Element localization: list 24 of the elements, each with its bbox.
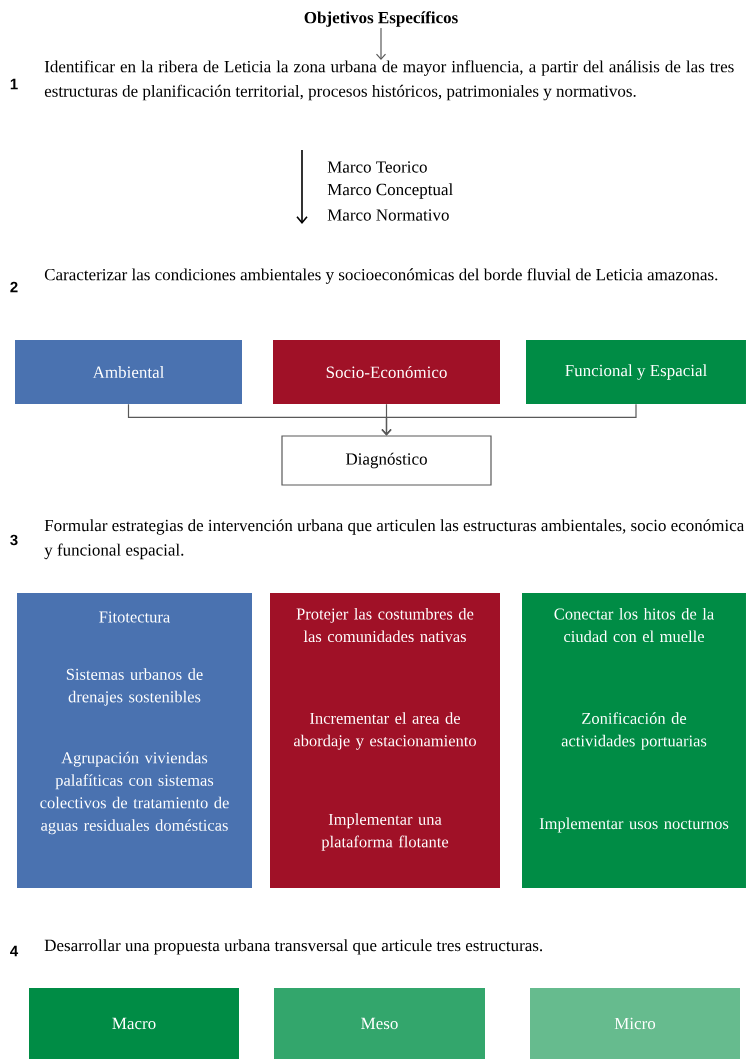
category-box: Meso bbox=[274, 988, 485, 1059]
list-text: Marco Normativo bbox=[327, 209, 449, 221]
objective-text: Desarrollar una propuesta urbana transversal que articule tres estructuras. bbox=[44, 939, 543, 955]
category-box: Socio-Económico bbox=[273, 340, 500, 404]
category-box: Funcional y Espacial bbox=[526, 340, 746, 404]
category-box: Macro bbox=[29, 988, 239, 1059]
objective-text: Identificar en la ribera de Leticia la zona urbana de mayor influencia, a partir del análisis de las tres estructuras de planificación territorial, procesos históricos, patrimoniales y normativos. bbox=[44, 60, 734, 101]
arrow bbox=[381, 403, 637, 436]
arrow bbox=[375, 27, 387, 60]
strategy-box: Protejer las costumbres de las comunidades nativas Incrementar el area de abordaje y estacionamiento Implementar una plataforma flotante bbox=[270, 593, 500, 888]
list-text: Marco Conceptual bbox=[327, 183, 453, 199]
objective-text: Caracterizar las condiciones ambientales y socioeconómicas del borde fluvial de Leticia amazonas. bbox=[44, 268, 718, 284]
item-number: 1 bbox=[10, 78, 18, 90]
item-number: 4 bbox=[10, 945, 19, 957]
strategy-box: Fitotectura Sistemas urbanos de drenajes sostenibles Agrupación viviendas palafíticas con sistemas colectivos de tratamiento de aguas residuales domésticas bbox=[17, 593, 252, 888]
heading: Objetivos Específicos bbox=[304, 11, 458, 27]
strategy-box: Conectar los hitos de la ciudad con el muelle Zonificación de actividades portuarias Implementar usos nocturnos bbox=[522, 593, 746, 888]
objective-text: Formular estrategias de intervención urbana que articulen las estructuras ambientales, socio económica y funcional espacial. bbox=[44, 519, 745, 560]
item-number: 3 bbox=[10, 534, 18, 546]
result-box: Diagnóstico bbox=[281, 435, 492, 486]
category-box: Ambiental bbox=[15, 340, 242, 404]
item-number: 2 bbox=[10, 281, 18, 293]
category-box: Micro bbox=[530, 988, 740, 1059]
list-text: Marco Teorico bbox=[327, 161, 427, 173]
